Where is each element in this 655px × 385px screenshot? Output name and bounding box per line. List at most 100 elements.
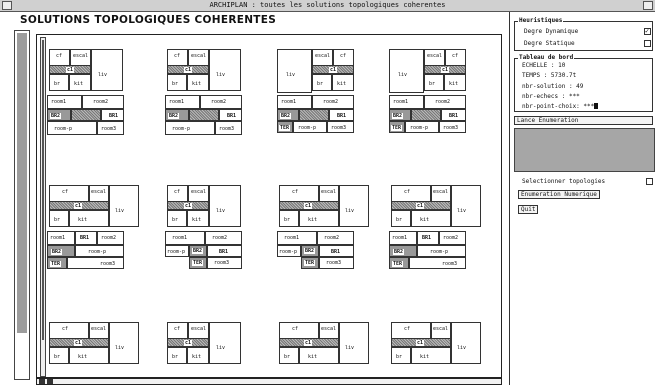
dashboard-group xyxy=(514,58,653,112)
room-label: kit xyxy=(78,217,88,223)
room-kit: kit xyxy=(332,74,354,91)
heuristic-label-static: Degre Statique xyxy=(524,40,575,47)
room-room2: room2 xyxy=(97,231,124,245)
room-label: BR1 xyxy=(79,235,91,241)
room-label: br xyxy=(172,81,179,87)
room-liv: liv xyxy=(209,322,241,364)
room-label: c1 xyxy=(184,340,193,346)
room-cf: cf xyxy=(391,322,431,340)
choice-point-text: nbr-point-choix: *** xyxy=(522,103,595,110)
room-br: br xyxy=(49,347,69,364)
room-label: cf xyxy=(62,189,69,195)
outer-scrollbar[interactable] xyxy=(14,30,30,380)
room-label: room2 xyxy=(212,235,228,241)
room-label: cf xyxy=(174,326,181,332)
room-label: TER xyxy=(392,261,404,267)
room-label: escal xyxy=(433,326,449,332)
room-label: br xyxy=(317,81,324,87)
room-label: liv xyxy=(216,72,226,78)
dashboard-legend: Tableau de bord xyxy=(518,54,575,61)
heuristic-checkbox-dynamic[interactable] xyxy=(644,27,651,35)
page-title: SOLUTIONS TOPOLOGIQUES COHERENTES xyxy=(20,14,277,26)
room-label: room-p xyxy=(167,249,186,255)
horizontal-scrollbar[interactable] xyxy=(36,378,502,385)
time-value: TEMPS : 5730.7t xyxy=(522,72,577,79)
room-label: kit xyxy=(308,217,318,223)
room-ter: TER xyxy=(301,257,319,269)
room-kit: kit xyxy=(444,74,466,91)
room-label: escal xyxy=(91,326,107,332)
room-label: c1 xyxy=(304,203,313,209)
room-label: escal xyxy=(321,189,337,195)
room-roomp: room-p xyxy=(47,121,97,135)
room-br2: BR2 xyxy=(47,109,71,121)
scroll-right-arrow[interactable] xyxy=(47,379,53,384)
inner-scroll-thumb[interactable] xyxy=(42,40,44,340)
room-roomp: room-p xyxy=(165,121,215,135)
room-label: escal xyxy=(191,189,207,195)
outer-scroll-thumb[interactable] xyxy=(17,33,27,333)
room-c1: c1 xyxy=(49,201,109,210)
room-c1: c1 xyxy=(167,201,209,210)
heuristic-checkbox-static[interactable] xyxy=(644,40,651,47)
room-label: kit xyxy=(78,354,88,360)
room-br2: BR2 xyxy=(301,245,319,257)
room-br2: BR2 xyxy=(389,245,417,257)
room-label: BR2 xyxy=(50,113,62,119)
room-br: br xyxy=(167,347,187,364)
room-c1: c1 xyxy=(391,201,451,210)
room-label: BR1 xyxy=(108,113,120,119)
room-liv: liv xyxy=(339,322,369,364)
window-menu-button[interactable] xyxy=(2,1,12,10)
room-label: cf xyxy=(292,189,299,195)
room-label: room-p xyxy=(430,249,449,255)
room-label: c1 xyxy=(416,340,425,346)
room-roomp: room-p xyxy=(277,245,301,257)
window-maximize-button[interactable] xyxy=(643,1,653,10)
lance-enumeration-button[interactable]: Lance Enumeration xyxy=(514,116,653,125)
room-room1: room1 xyxy=(277,95,312,109)
enumeration-display xyxy=(514,128,655,172)
numeric-enumeration-button[interactable]: Enumeration Numerique xyxy=(518,190,600,199)
quit-button[interactable]: Quit xyxy=(518,205,539,214)
room-br2: BR2 xyxy=(277,109,299,121)
room-corridor xyxy=(189,109,219,121)
select-topologies-checkbox[interactable] xyxy=(646,178,653,185)
room-label: liv xyxy=(345,208,355,214)
room-label: br xyxy=(54,217,61,223)
room-label: room-p xyxy=(410,125,429,131)
room-room3: room3 xyxy=(327,121,354,133)
scroll-left-arrow[interactable] xyxy=(39,379,45,384)
room-label: escal xyxy=(73,53,89,59)
room-label: TER xyxy=(391,125,403,131)
room-c1: c1 xyxy=(49,65,91,74)
room-label: room1 xyxy=(284,235,300,241)
room-label: liv xyxy=(98,72,108,78)
room-roomp: room-p xyxy=(165,245,189,257)
room-label: kit xyxy=(420,354,430,360)
room-label: cf xyxy=(62,326,69,332)
room-room3: room3 xyxy=(439,121,466,133)
room-label: liv xyxy=(115,345,125,351)
room-room3: room3 xyxy=(215,121,242,135)
room-br: br xyxy=(391,347,411,364)
room-label: kit xyxy=(308,354,318,360)
room-c1: c1 xyxy=(167,65,209,74)
room-c1: c1 xyxy=(279,338,339,347)
room-c1: c1 xyxy=(49,338,109,347)
inner-scrollbar[interactable] xyxy=(40,37,46,377)
room-br: br xyxy=(391,210,411,227)
room-label: BR2 xyxy=(192,248,204,254)
